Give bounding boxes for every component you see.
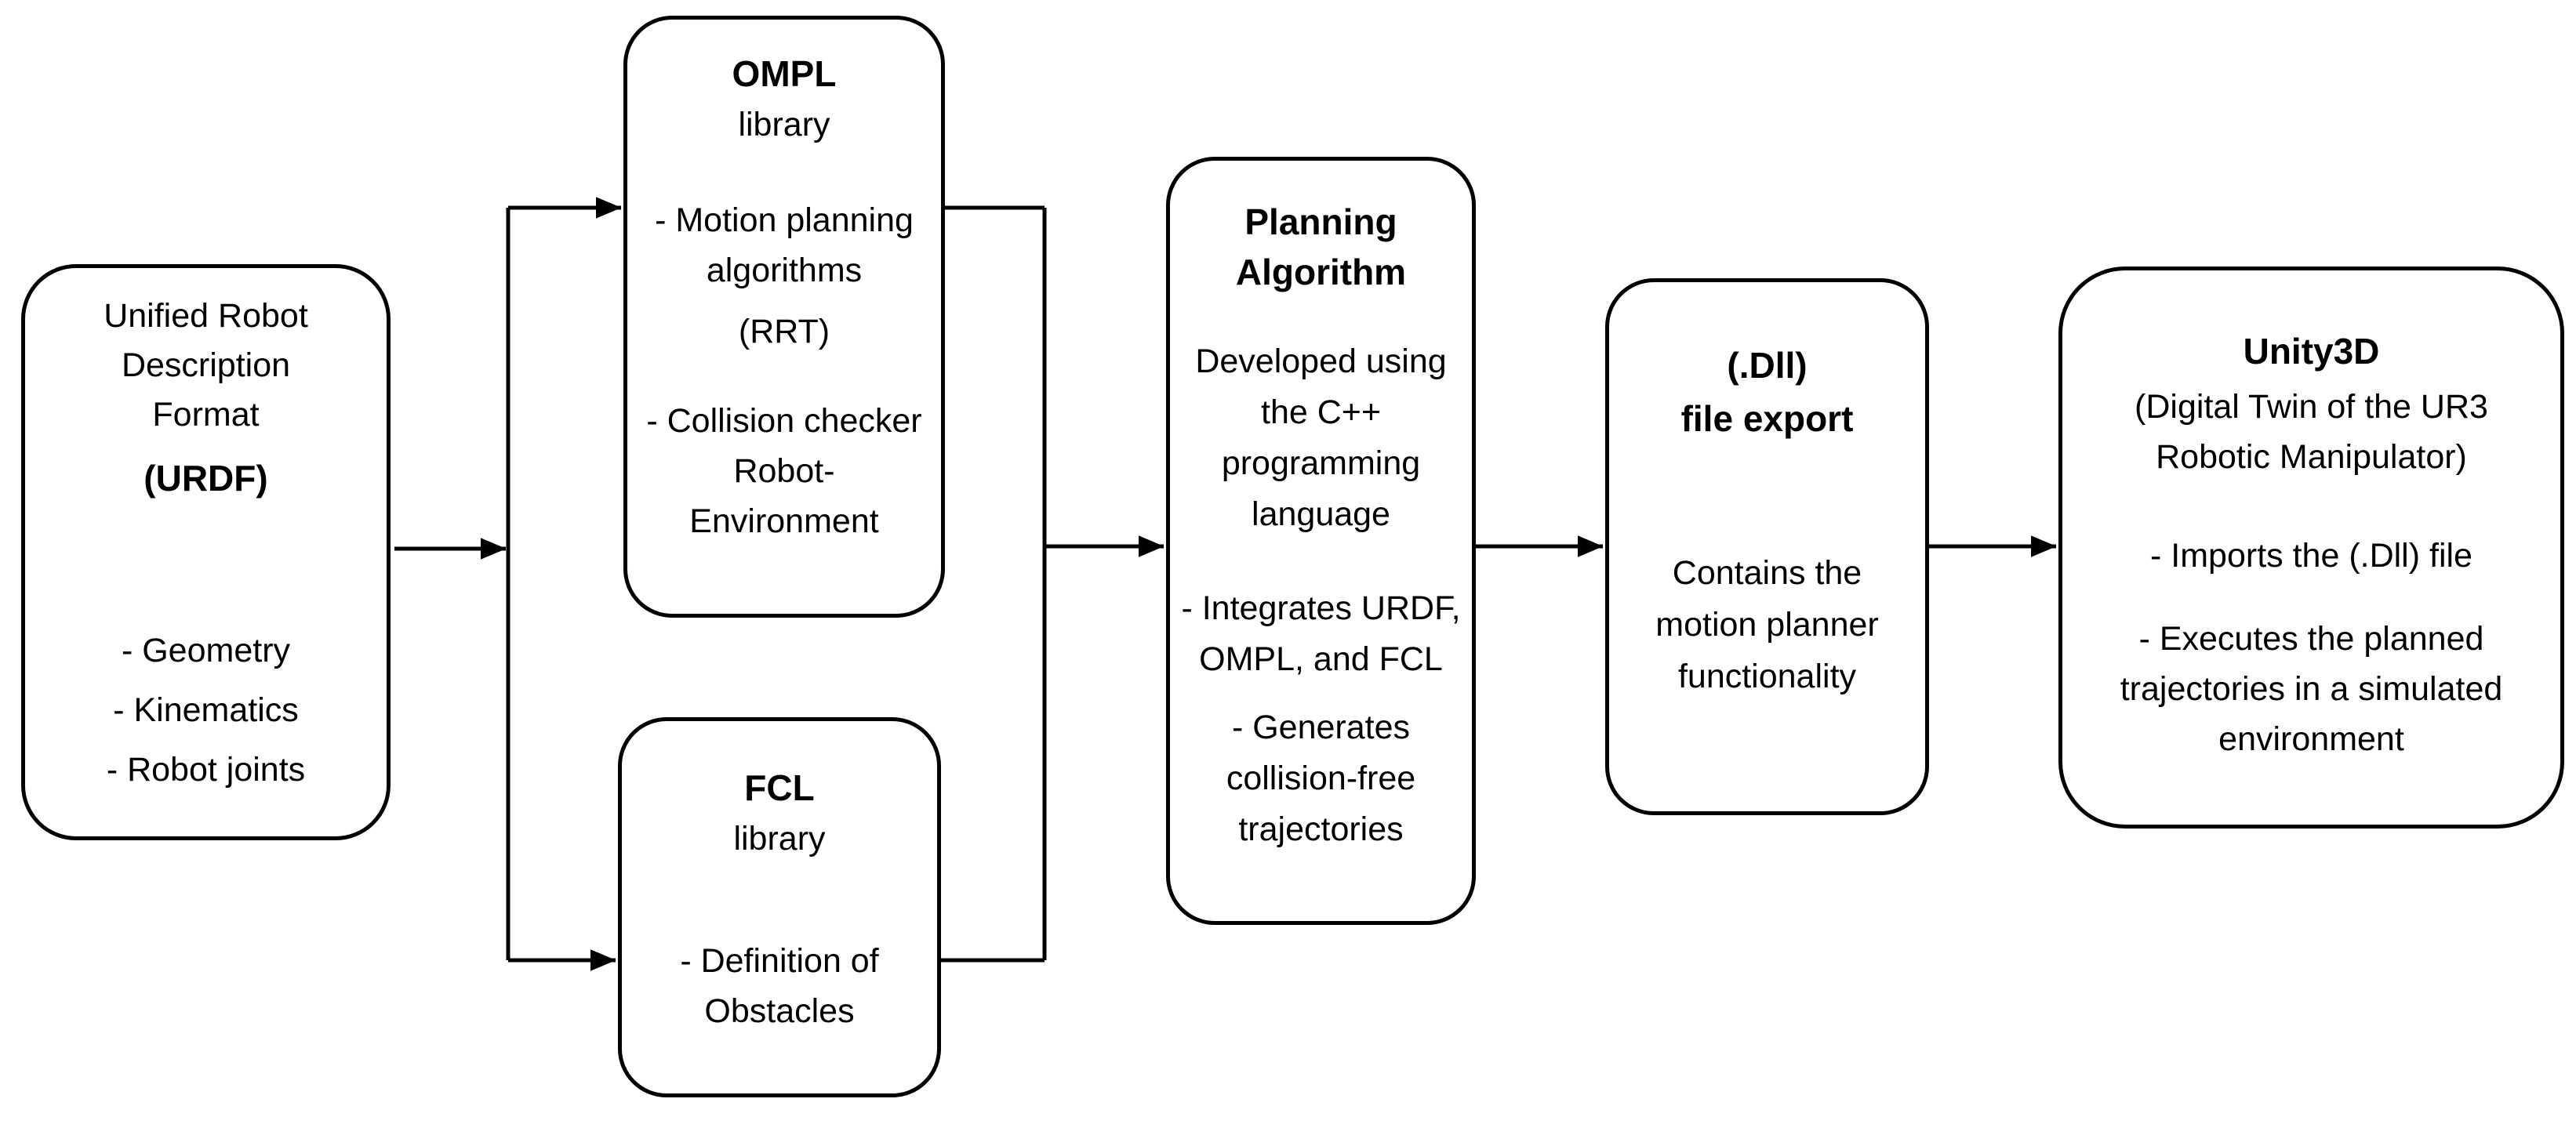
urdf-title-line-2: Description bbox=[121, 346, 291, 384]
urdf-title-line-3: Format bbox=[152, 396, 260, 433]
unity3d-subtitle-line-2: Robotic Manipulator) bbox=[2156, 438, 2467, 476]
planning-bullet2-line-2: collision-free bbox=[1226, 760, 1416, 797]
dll-para-line-3: functionality bbox=[1677, 658, 1857, 695]
unity3d-bullet2-line-1: - Executes the planned bbox=[2138, 620, 2484, 658]
dll-file-export-box: (.Dll) file export Contains the motion p… bbox=[1605, 278, 1929, 815]
ompl-bullet-motion-planning: - Motion planning algorithms bbox=[627, 195, 941, 296]
urdf-bullet-robot-joints: - Robot joints bbox=[106, 751, 306, 789]
fcl-bullet-line-2: Obstacles bbox=[704, 992, 855, 1030]
fcl-title: FCL bbox=[744, 767, 815, 808]
ompl-bullet1-line-1: - Motion planning bbox=[655, 201, 914, 239]
planning-title-line-2: Algorithm bbox=[1235, 252, 1407, 292]
fcl-subtitle: library bbox=[733, 820, 826, 858]
unity3d-subtitle: (Digital Twin of the UR3 Robotic Manipul… bbox=[2062, 382, 2560, 482]
fcl-box: FCL library - Definition of Obstacles bbox=[618, 717, 941, 1097]
ompl-bullet-collision-checker: - Collision checker Robot- Environment bbox=[627, 396, 941, 546]
unity3d-bullet2-line-3: environment bbox=[2218, 720, 2404, 758]
unity3d-bullet-executes: - Executes the planned trajectories in a… bbox=[2062, 614, 2560, 764]
urdf-bullet-list: - Geometry - Kinematics - Robot joints bbox=[25, 621, 387, 800]
planning-bullet-generates: - Generates collision-free trajectories bbox=[1170, 702, 1472, 855]
planning-paragraph: Developed using the C++ programming lang… bbox=[1170, 336, 1472, 540]
ompl-bullet2-line-2: Robot- bbox=[733, 452, 835, 490]
dll-para-line-2: motion planner bbox=[1655, 606, 1879, 644]
dll-subtitle: file export bbox=[1680, 398, 1854, 439]
planning-para-line-2: the C++ bbox=[1261, 393, 1381, 431]
ompl-rrt-note: (RRT) bbox=[738, 313, 830, 350]
unity3d-box: Unity3D (Digital Twin of the UR3 Robotic… bbox=[2058, 267, 2564, 829]
planning-bullet1-line-2: OMPL, and FCL bbox=[1199, 640, 1443, 678]
ompl-bullet2-line-3: Environment bbox=[689, 502, 879, 540]
planning-bullet2-line-1: - Generates bbox=[1231, 709, 1411, 746]
planning-para-line-1: Developed using bbox=[1195, 343, 1447, 380]
ompl-title: OMPL bbox=[732, 53, 837, 94]
planning-para-line-4: language bbox=[1252, 495, 1390, 533]
urdf-box: Unified Robot Description Format (URDF) … bbox=[21, 264, 391, 840]
fcl-bullet-obstacles: - Definition of Obstacles bbox=[622, 936, 937, 1036]
ompl-bullet1-line-2: algorithms bbox=[706, 252, 863, 289]
urdf-title-line-1: Unified Robot bbox=[104, 297, 308, 335]
unity3d-bullet-imports: - Imports the (.Dll) file bbox=[2150, 537, 2472, 575]
ompl-box: OMPL library - Motion planning algorithm… bbox=[623, 16, 945, 618]
dll-title: (.Dll) bbox=[1727, 345, 1808, 386]
ompl-subtitle: library bbox=[738, 106, 830, 143]
urdf-acronym: (URDF) bbox=[144, 458, 268, 499]
fcl-bullet-line-1: - Definition of bbox=[680, 942, 879, 980]
urdf-bullet-geometry: - Geometry bbox=[121, 632, 291, 669]
dll-paragraph: Contains the motion planner functionalit… bbox=[1609, 547, 1925, 702]
dll-para-line-1: Contains the bbox=[1672, 554, 1862, 592]
urdf-bullet-kinematics: - Kinematics bbox=[113, 691, 299, 729]
planning-bullet1-line-1: - Integrates URDF, bbox=[1181, 589, 1461, 627]
ompl-bullet2-line-1: - Collision checker bbox=[646, 402, 922, 440]
planning-algorithm-box: Planning Algorithm Developed using the C… bbox=[1166, 157, 1476, 925]
unity3d-title: Unity3D bbox=[2243, 331, 2380, 372]
planning-bullet2-line-3: trajectories bbox=[1238, 810, 1404, 848]
unity3d-bullet2-line-2: trajectories in a simulated bbox=[2120, 670, 2503, 708]
planning-para-line-3: programming bbox=[1221, 444, 1421, 482]
planning-bullet-integrates: - Integrates URDF, OMPL, and FCL bbox=[1170, 583, 1472, 685]
unity3d-subtitle-line-1: (Digital Twin of the UR3 bbox=[2135, 388, 2488, 426]
planning-title-line-1: Planning bbox=[1244, 201, 1397, 242]
